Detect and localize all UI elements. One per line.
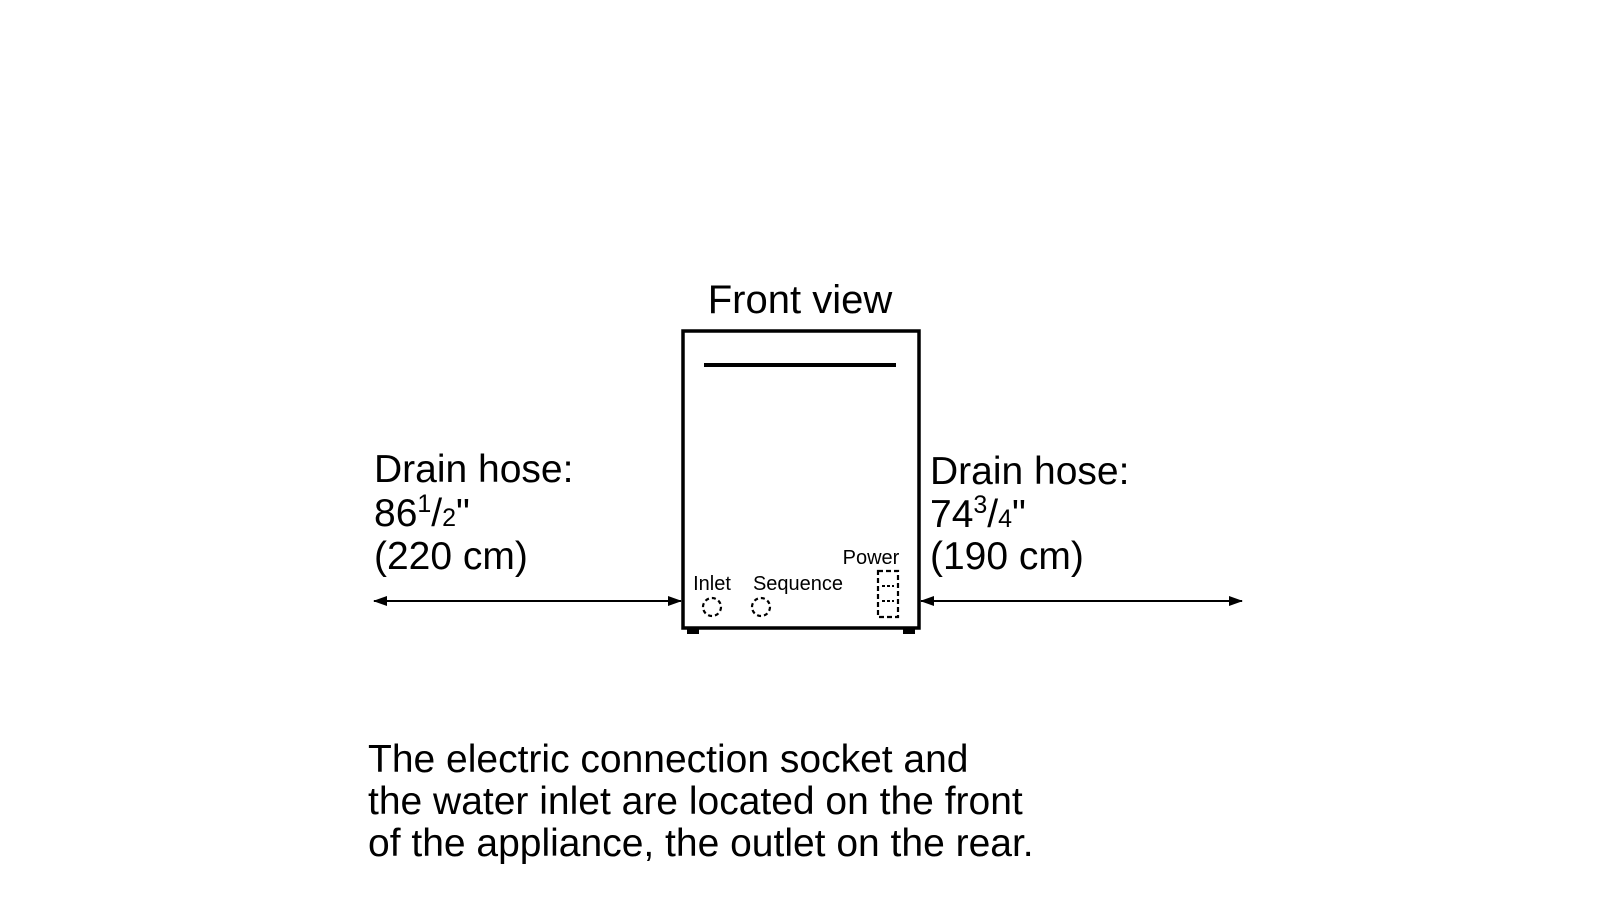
left-foot — [687, 628, 699, 634]
note-line-1: The electric connection socket and — [368, 738, 969, 781]
inlet-label: Inlet — [693, 573, 731, 595]
right-hose-length: 743/4" — [930, 491, 1026, 536]
left-hose-metric: (220 cm) — [374, 535, 528, 578]
appliance-body — [681, 329, 921, 630]
note-line-2: the water inlet are located on the front — [368, 780, 1023, 823]
inlet-connector-icon — [701, 596, 723, 618]
sequence-connector-icon — [750, 596, 772, 618]
left-hose-label: Drain hose: — [374, 448, 573, 491]
appliance-front: Inlet Sequence Power — [681, 329, 921, 634]
power-label: Power — [843, 547, 900, 569]
left-hose-length: 861/2" — [374, 490, 470, 535]
power-socket-icon — [876, 569, 900, 619]
sequence-label: Sequence — [753, 573, 843, 595]
right-foot — [903, 628, 915, 634]
right-drain-hose: Drain hose: 743/4" (190 cm) — [920, 450, 1243, 606]
diagram-title: Front view — [708, 278, 893, 322]
left-drain-hose: Drain hose: 861/2" (220 cm) — [373, 448, 682, 606]
right-hose-metric: (190 cm) — [930, 535, 1084, 578]
note-line-3: of the appliance, the outlet on the rear… — [368, 822, 1034, 865]
installation-note: The electric connection socket and the w… — [368, 738, 1034, 865]
right-hose-label: Drain hose: — [930, 450, 1129, 493]
